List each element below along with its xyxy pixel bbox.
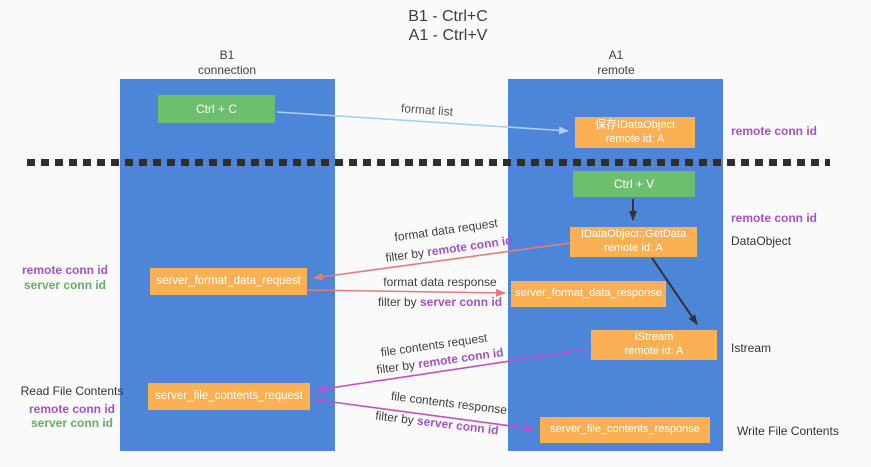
istream-line1: IStream <box>634 331 674 344</box>
server-format-data-request-node: server_format_data_request <box>150 268 307 295</box>
ctrl-c-node: Ctrl + C <box>158 95 275 123</box>
lifeline-a1-role: remote <box>597 63 635 77</box>
server-conn-id-key: server conn id <box>416 413 500 438</box>
istream-node: IStream remote id: A <box>591 330 717 360</box>
dataobject-label: DataObject <box>731 234 792 248</box>
save-idataobject-node: 保存IDataObject remote id: A <box>575 117 695 148</box>
filter-by-text: filter by <box>377 295 420 309</box>
title-line-2: A1 - Ctrl+V <box>408 27 488 45</box>
server-file-contents-request-label: server_file_contents_request <box>155 390 303 403</box>
filter-by-text: filter by <box>375 357 420 377</box>
ctrl-c-label: Ctrl + C <box>195 101 237 116</box>
left-format-remote-conn-id: remote conn id <box>21 263 109 277</box>
getdata-line1: IDataObject::GetData <box>580 228 687 241</box>
format-response-arrow <box>306 288 506 297</box>
title-line-1: B1 - Ctrl+C <box>408 8 488 25</box>
left-file-server-conn-id: server conn id <box>30 416 114 430</box>
server-file-contents-response-node: server_file_contents_response <box>540 417 710 443</box>
write-file-contents-label: Write File Contents <box>737 424 839 438</box>
ctrl-v-label: Ctrl + V <box>613 176 655 191</box>
right-remote-conn-id-mid: remote conn id <box>731 211 818 225</box>
server-file-contents-request-node: server_file_contents_request <box>148 383 310 410</box>
format-list-label: format list <box>400 101 454 119</box>
dashed-separator <box>27 159 830 166</box>
filter-by-text: filter by <box>374 408 418 428</box>
left-file-remote-conn-id: remote conn id <box>28 402 116 416</box>
server-file-contents-response-label: server_file_contents_response <box>550 423 700 436</box>
server-conn-id-key: server conn id <box>419 295 503 309</box>
diagram-title: B1 - Ctrl+C A1 - Ctrl+V <box>408 7 488 45</box>
filter-by-text: filter by <box>384 245 429 265</box>
server-format-data-request-label: server_format_data_request <box>156 275 301 288</box>
getdata-node: IDataObject::GetData remote id: A <box>570 227 697 257</box>
right-remote-conn-id-top: remote conn id <box>731 124 818 138</box>
save-idataobject-line2: remote id: A <box>605 132 665 145</box>
lifeline-header-a1: A1 remote <box>597 48 634 78</box>
format-data-response-filter-label: filter by server conn id <box>378 295 502 309</box>
istream-line2: remote id: A <box>624 345 684 357</box>
istream-side-label: Istream <box>731 341 772 355</box>
getdata-line2: remote id: A <box>604 242 663 254</box>
server-format-data-response-label: server_format_data_response <box>515 287 662 300</box>
lifeline-b1-name: B1 <box>219 48 235 62</box>
save-idataobject-line1: 保存IDataObject <box>594 118 676 131</box>
lifeline-header-b1: B1 connection <box>198 48 256 78</box>
ctrl-v-node: Ctrl + V <box>573 171 695 197</box>
read-file-contents-label: Read File Contents <box>20 384 124 398</box>
lifeline-a1-name: A1 <box>608 48 624 62</box>
format-data-response-label: format data response <box>383 275 497 289</box>
left-format-server-conn-id: server conn id <box>23 278 107 292</box>
server-format-data-response-node: server_format_data_response <box>511 281 666 307</box>
lifeline-b1-role: connection <box>197 63 257 77</box>
